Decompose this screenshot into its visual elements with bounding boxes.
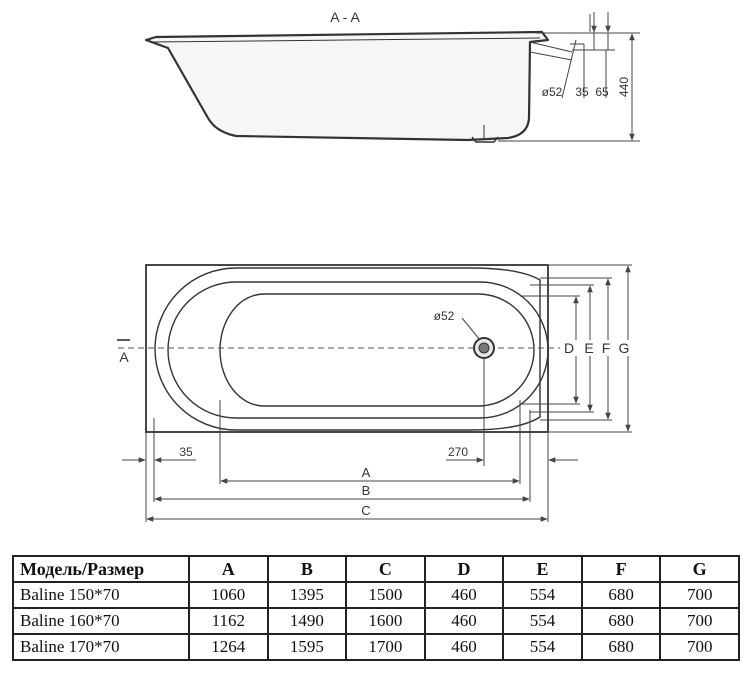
table-cell: 1600 — [345, 607, 426, 635]
dim-65-label: 65 — [595, 85, 609, 99]
dim-a-label: A — [362, 465, 371, 480]
table-cell: 1264 — [188, 633, 269, 661]
dim-drain-diameter-label: ø52 — [542, 85, 563, 99]
tub-bottom-contour — [219, 293, 535, 407]
table-cell: 554 — [502, 581, 583, 609]
dim-height-label: 440 — [617, 77, 631, 97]
table-cell: 680 — [580, 607, 662, 635]
header-cell-f: F — [580, 555, 662, 583]
header-cell-c: C — [345, 555, 426, 583]
drain-inner — [478, 342, 490, 354]
dim-270-label: 270 — [448, 445, 468, 459]
table-cell: 554 — [502, 633, 583, 661]
section-mark-label: A — [119, 349, 129, 365]
table-cell: Baline 160*70 — [12, 607, 190, 635]
tub-wall-contour — [167, 281, 549, 419]
dim-d-label: D — [564, 340, 574, 356]
header-cell-b: B — [266, 555, 348, 583]
section-title: A - A — [330, 9, 360, 25]
dim-c-label: C — [361, 503, 370, 518]
table-row: Baline 160*70 1162 1490 1600 460 554 680… — [12, 607, 740, 635]
dimensions-table: Модель/Размер A B C D E F G Baline 150*7… — [12, 555, 740, 661]
dim-g-label: G — [619, 340, 630, 356]
header-cell-model: Модель/Размер — [12, 555, 190, 583]
table-cell: 1595 — [266, 633, 348, 661]
table-cell: 1060 — [188, 581, 269, 609]
dim-f-label: F — [602, 340, 611, 356]
table-cell: Baline 170*70 — [12, 633, 190, 661]
header-cell-g: G — [659, 555, 740, 583]
header-cell-d: D — [423, 555, 505, 583]
table-cell: 460 — [423, 607, 505, 635]
table-cell: 680 — [580, 581, 662, 609]
table-cell: 700 — [659, 581, 740, 609]
table-cell: 460 — [423, 581, 505, 609]
section-drain — [471, 136, 499, 143]
table-cell: 460 — [423, 633, 505, 661]
table-cell: 1490 — [266, 607, 348, 635]
table-cell: 1395 — [266, 581, 348, 609]
table-cell: 1500 — [345, 581, 426, 609]
dim-35-left-label: 35 — [179, 445, 193, 459]
table-header-row: Модель/Размер A B C D E F G — [12, 555, 740, 583]
dim-e-label: E — [584, 340, 593, 356]
dim-b-label: B — [362, 483, 371, 498]
table-cell: 700 — [659, 633, 740, 661]
table-cell: 554 — [502, 607, 583, 635]
table-cell: 680 — [580, 633, 662, 661]
table-cell: Baline 150*70 — [12, 581, 190, 609]
rim-inner-edge — [151, 37, 541, 43]
table-cell: 1700 — [345, 633, 426, 661]
plan-drain-diameter-label: ø52 — [434, 309, 455, 323]
tub-rim-inner-contour — [154, 267, 541, 431]
table-cell: 700 — [659, 607, 740, 635]
header-cell-a: A — [188, 555, 269, 583]
plan-view: A ø52 D E F G 35 270 — [117, 264, 634, 522]
table-row: Baline 150*70 1060 1395 1500 460 554 680… — [12, 581, 740, 609]
table-cell: 1162 — [188, 607, 269, 635]
header-cell-e: E — [502, 555, 583, 583]
table-row: Baline 170*70 1264 1595 1700 460 554 680… — [12, 633, 740, 661]
section-view: A - A 440 35 65 ø52 — [144, 9, 640, 143]
dim-35-label: 35 — [575, 85, 589, 99]
tub-section-profile — [144, 30, 550, 142]
